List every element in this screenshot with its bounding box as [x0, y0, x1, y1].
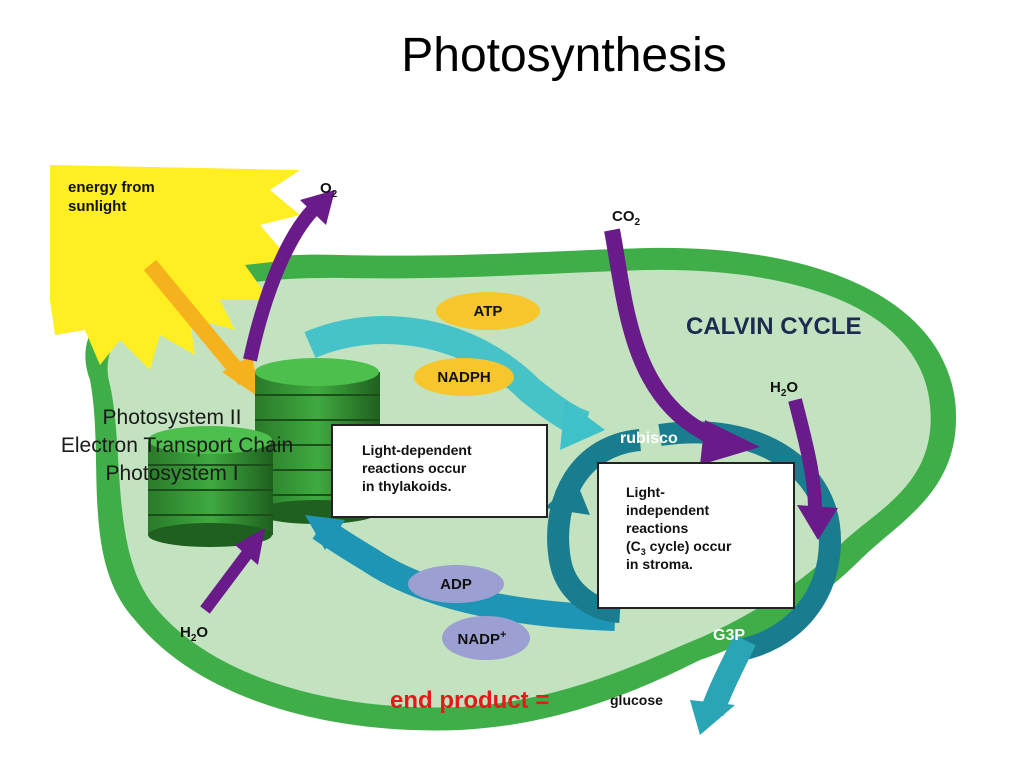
h2o-right-arrowhead: [797, 505, 838, 540]
nadph-label: NADPH: [437, 369, 490, 386]
adp-nadp-arrowhead: [305, 515, 345, 550]
calvin-cycle-heading: CALVIN CYCLE: [686, 313, 862, 340]
h2o-left-arrow: [200, 546, 255, 614]
nadp-label: NADP+: [458, 629, 507, 648]
rubisco-label: rubisco: [620, 430, 678, 447]
sun-icon: [50, 165, 300, 370]
o2-arrow: [243, 199, 323, 362]
g3p-label: G3P: [713, 627, 745, 644]
sunlight-label-line1: energy from: [68, 179, 155, 196]
box1-line1: Light-dependent: [362, 442, 472, 458]
electron-transport-chain-label: Electron Transport Chain: [61, 434, 293, 457]
co2-arrowhead: [700, 420, 760, 465]
adp-label: ADP: [440, 576, 472, 593]
calvin-cycle-arrow-left: [547, 429, 642, 623]
glucose-arrowhead: [690, 700, 735, 735]
co2-label: CO2: [612, 208, 641, 228]
calvin-cycle-arrowhead-left: [545, 478, 590, 515]
atp-nadph-arrowhead: [560, 400, 605, 450]
nadp-oval: [442, 616, 530, 660]
box2-line5: in stroma.: [626, 556, 693, 572]
box2-line2: independent: [626, 502, 710, 518]
box1-line3: in thylakoids.: [362, 478, 451, 494]
photosystem-i-label: Photosystem I: [105, 462, 238, 485]
adp-oval: [408, 565, 504, 603]
h2o-right-arrow: [788, 398, 822, 511]
atp-label: ATP: [474, 303, 503, 320]
light-independent-box: [597, 462, 795, 609]
h2o-left-label: H2O: [180, 624, 208, 644]
h2o-left-arrowhead: [235, 528, 265, 565]
sunlight-arrowhead: [222, 355, 260, 398]
page-title: Photosynthesis: [401, 29, 727, 82]
atp-oval: [436, 292, 540, 330]
o2-label: O2: [320, 180, 338, 200]
thylakoid-stack-left: [148, 426, 273, 547]
nadph-oval: [414, 358, 514, 396]
o2-arrowhead: [300, 190, 335, 225]
box2-line1: Light-: [626, 484, 665, 500]
light-dependent-box: [331, 424, 548, 518]
box2-line4: (C3 cycle) occur: [626, 538, 732, 557]
sunlight-label-line2: sunlight: [68, 198, 126, 215]
glucose-label: glucose: [610, 692, 663, 708]
box2-line3: reactions: [626, 520, 688, 536]
end-product-label: end product =: [390, 687, 549, 714]
sunlight-arrow: [143, 259, 252, 386]
box1-line2: reactions occur: [362, 460, 467, 476]
h2o-right-label: H2O: [770, 379, 798, 399]
photosystem-ii-label: Photosystem II: [103, 406, 242, 429]
